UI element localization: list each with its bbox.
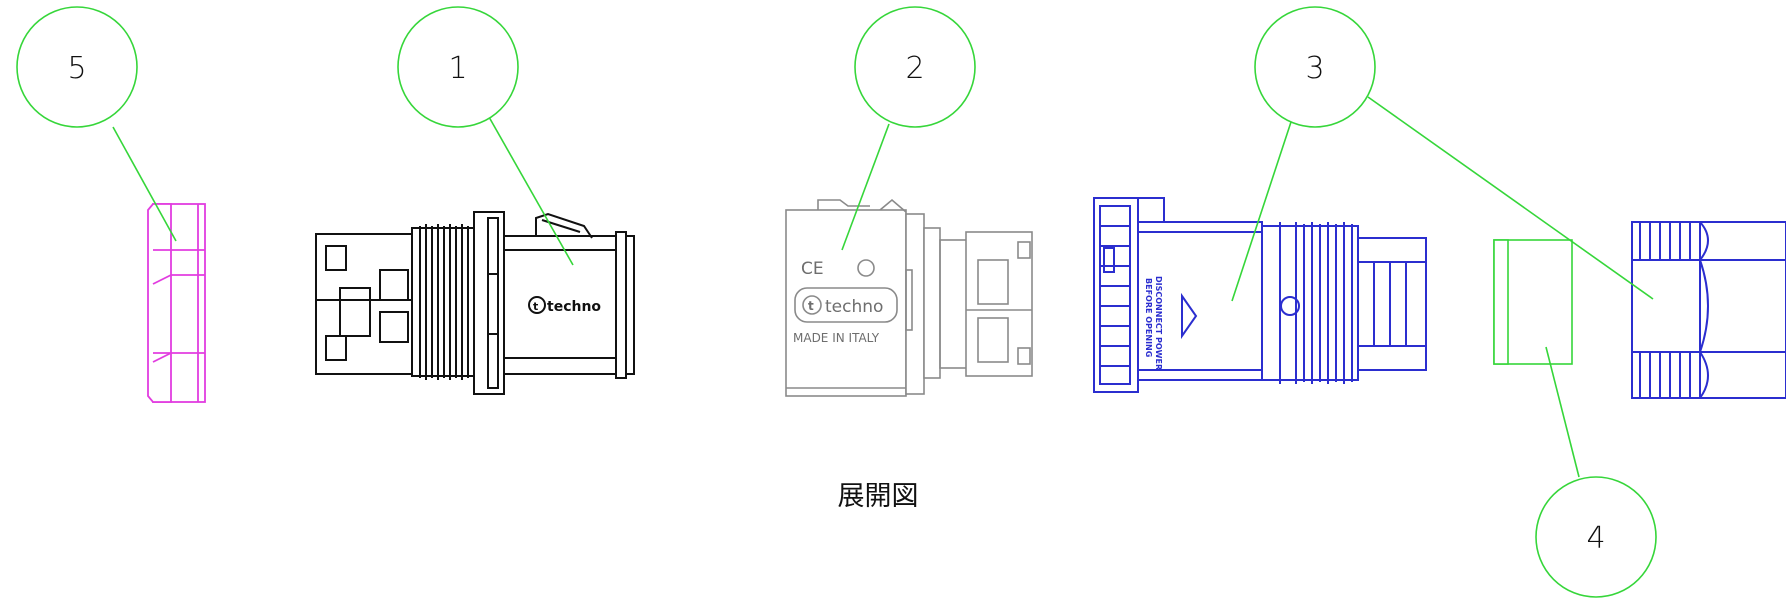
svg-text:3: 3 xyxy=(1305,51,1324,86)
svg-text:DISCONNECT POWER: DISCONNECT POWER xyxy=(1154,276,1163,370)
svg-text:t: t xyxy=(808,299,814,313)
origin-text: MADE IN ITALY xyxy=(793,331,880,345)
leader-lines xyxy=(112,96,1654,478)
part-4-seal xyxy=(1493,239,1573,365)
part-3-gland-nut xyxy=(1631,221,1786,399)
techno-logo-2: t techno xyxy=(802,295,883,317)
part-1-receptacle: t techno xyxy=(315,211,635,395)
balloon-4: 4 xyxy=(1535,476,1657,598)
svg-text:t: t xyxy=(533,300,538,313)
thread-ridges xyxy=(411,224,475,380)
figure-caption: 展開図 xyxy=(838,481,919,512)
leader-1 xyxy=(488,116,574,266)
leader-3a xyxy=(1231,121,1292,302)
ce-mark: CE xyxy=(801,259,824,279)
svg-text:techno: techno xyxy=(547,299,601,315)
part-5-hex-nut xyxy=(147,203,206,403)
balloon-5: 5 xyxy=(16,6,138,128)
part-3-plug-housing: DISCONNECT POWER BEFORE OPENING xyxy=(1093,197,1427,393)
leader-4 xyxy=(1545,346,1580,478)
svg-text:5: 5 xyxy=(67,51,86,86)
part-2-insert: CE t techno MADE IN ITALY xyxy=(785,198,1033,397)
svg-text:techno: techno xyxy=(825,297,883,317)
leader-3b xyxy=(1367,96,1654,300)
balloon-2: 2 xyxy=(854,6,976,128)
svg-text:2: 2 xyxy=(905,51,924,86)
leader-5 xyxy=(112,126,177,242)
balloon-3: 3 xyxy=(1254,6,1376,128)
leader-2 xyxy=(841,123,890,251)
techno-logo-1: t techno xyxy=(528,296,601,315)
balloon-1: 1 xyxy=(397,6,519,128)
svg-text:1: 1 xyxy=(448,51,467,86)
svg-text:4: 4 xyxy=(1586,521,1605,556)
svg-text:BEFORE OPENING: BEFORE OPENING xyxy=(1144,278,1153,357)
warning-label: DISCONNECT POWER BEFORE OPENING xyxy=(1144,276,1198,370)
